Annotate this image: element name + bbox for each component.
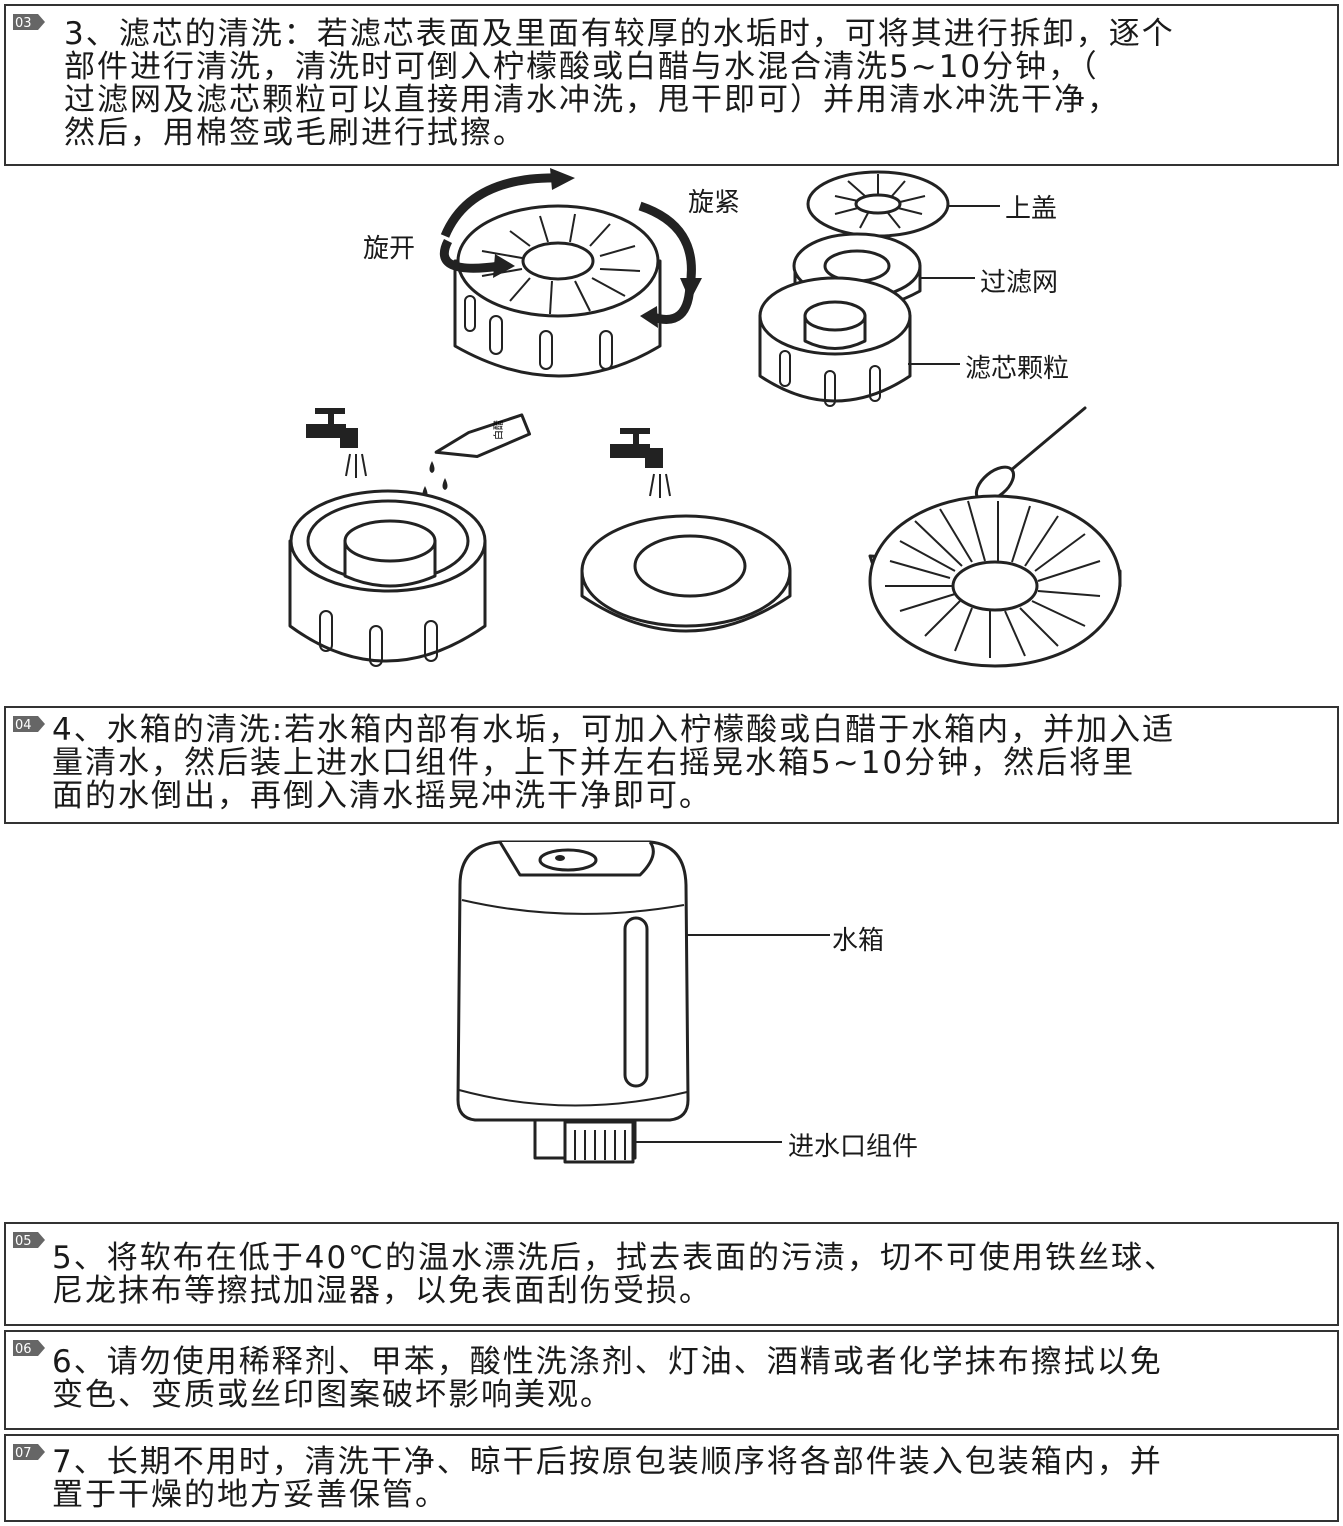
step-06-box: 06 6、请勿使用稀释剂、甲苯，酸性洗涤剂、灯油、酒精或者化学抹布擦拭以免 变色… [4, 1330, 1339, 1430]
filter-base-washing [288, 489, 487, 667]
label-rotate-open: 旋开 [363, 234, 416, 264]
bottle-label: 白醋 [492, 420, 505, 440]
label-filter-mesh: 过滤网 [980, 268, 1059, 298]
water-tank-illustration [456, 840, 830, 1164]
step-badge-icon: 03 [12, 12, 46, 32]
step-badge-icon: 06 [12, 1338, 46, 1358]
step-05-box: 05 5、将软布在低于40℃的温水漂洗后，拭去表面的污渍，切不可使用铁丝球、 尼… [4, 1222, 1339, 1326]
vinegar-bottle-icon: 白醋 [422, 413, 532, 498]
filter-disassembly-illustration: 白醋 [288, 168, 1122, 668]
assembled-filter [439, 168, 702, 378]
step-badge-icon: 05 [12, 1230, 46, 1250]
label-top-cover: 上盖 [1005, 194, 1058, 224]
step-05-text: 5、将软布在低于40℃的温水漂洗后，拭去表面的污渍，切不可使用铁丝球、 尼龙抹布… [52, 1240, 1177, 1309]
label-water-tank: 水箱 [832, 926, 885, 956]
top-cover-cleaning [868, 494, 1122, 668]
label-rotate-tight: 旋紧 [688, 188, 741, 218]
exploded-filter [758, 170, 1000, 407]
step-07-box: 07 7、长期不用时，清洗干净、晾干后按原包装顺序将各部件装入包装箱内，并 置于… [4, 1434, 1339, 1522]
faucet-icon-left [306, 408, 367, 478]
filter-mesh-washing [580, 514, 792, 633]
step-badge-number: 03 [15, 16, 32, 31]
step-04-text: 4、水箱的清洗:若水箱内部有水垢，可加入柠檬酸或白醋于水箱内，并加入适 量清水，… [52, 712, 1176, 814]
step-badge-number: 05 [15, 1234, 32, 1249]
cotton-swab-icon [974, 406, 1087, 503]
step-badge-icon: 07 [12, 1442, 46, 1462]
label-water-inlet: 进水口组件 [788, 1132, 919, 1162]
step-07-text: 7、长期不用时，清洗干净、晾干后按原包装顺序将各部件装入包装箱内，并 置于干燥的… [52, 1444, 1163, 1513]
step-badge-number: 07 [15, 1446, 32, 1461]
label-filter-granules: 滤芯颗粒 [965, 354, 1070, 384]
step-06-text: 6、请勿使用稀释剂、甲苯，酸性洗涤剂、灯油、酒精或者化学抹布擦拭以免 变色、变质… [52, 1344, 1163, 1413]
step-03-text: 3、滤芯的清洗：若滤芯表面及里面有较厚的水垢时，可将其进行拆卸，逐个 部件进行清… [64, 16, 1175, 151]
step-04-box: 04 4、水箱的清洗:若水箱内部有水垢，可加入柠檬酸或白醋于水箱内，并加入适 量… [4, 706, 1339, 824]
step-badge-number: 04 [15, 718, 32, 733]
step-badge-icon: 04 [12, 714, 46, 734]
step-badge-number: 06 [15, 1342, 32, 1357]
faucet-icon-middle [610, 428, 671, 498]
step-03-box: 03 3、滤芯的清洗：若滤芯表面及里面有较厚的水垢时，可将其进行拆卸，逐个 部件… [4, 4, 1339, 166]
